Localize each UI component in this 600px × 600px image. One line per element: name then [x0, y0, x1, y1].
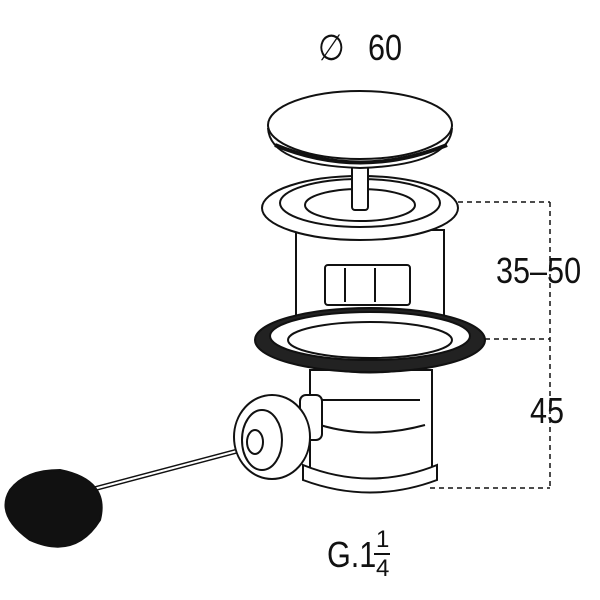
thread-denominator: 4: [376, 555, 390, 582]
thread-numerator: 1: [376, 526, 390, 553]
thread-label: G.1: [327, 534, 377, 575]
sealing-ring: [254, 307, 486, 373]
flange: [261, 149, 459, 241]
fraction-bar: [374, 553, 390, 555]
diameter-symbol: ∅: [318, 27, 345, 68]
diameter-label: 60: [368, 27, 403, 68]
height-range-label: 35–50: [496, 250, 582, 291]
lever-assembly: [4, 394, 323, 548]
pop-up-cap: [267, 90, 453, 170]
height-lower-label: 45: [530, 390, 565, 431]
